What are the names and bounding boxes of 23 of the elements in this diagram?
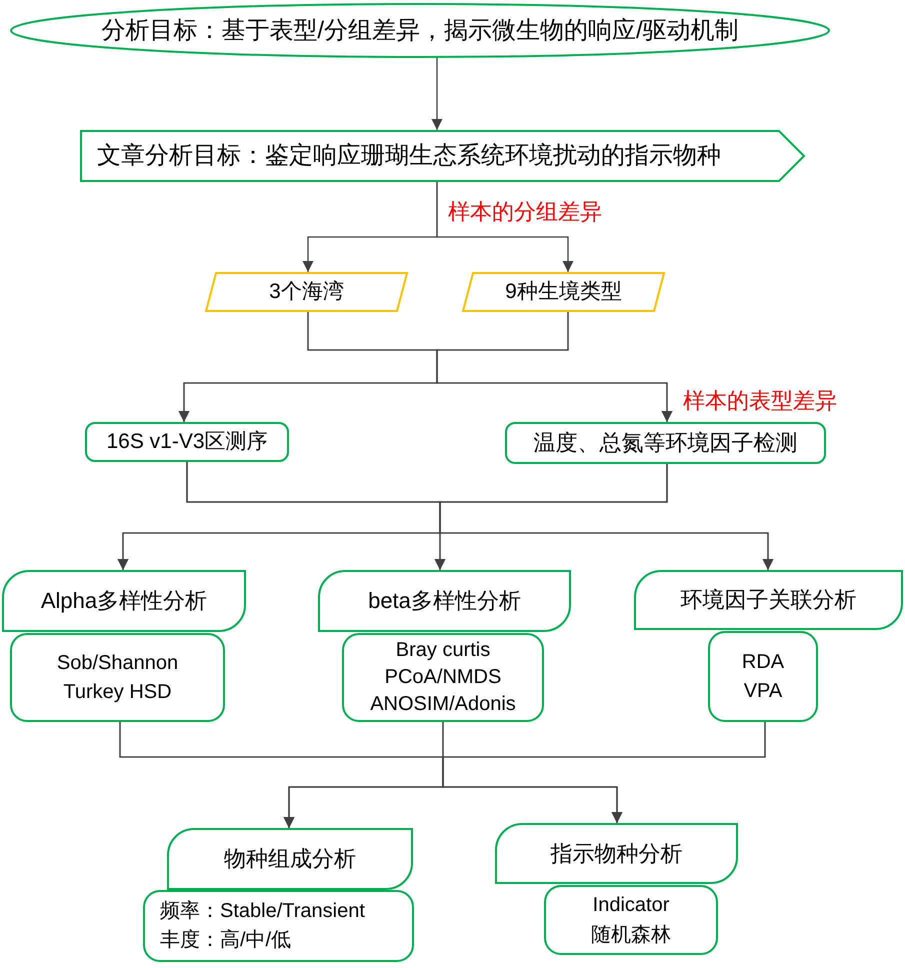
- connector-arrow: [436, 182, 574, 272]
- header-tab: beta多样性分析: [318, 570, 571, 632]
- process-box: 16S v1-V3区测序: [85, 422, 289, 462]
- parallelogram-box: 9种生境类型: [462, 272, 665, 312]
- rounded-box: Sob/Shannon Turkey HSD: [10, 633, 225, 722]
- note-text: 样本的表型差异: [683, 388, 837, 414]
- parallelogram-box: 3个海湾: [205, 272, 408, 312]
- process-box: 温度、总氮等环境因子检测: [505, 422, 826, 464]
- note-text: 样本的分组差异: [448, 199, 602, 225]
- header-tab: 环境因子关联分析: [634, 570, 903, 630]
- goal-ellipse: 分析目标：基于表型/分组差异，揭示微生物的响应/驱动机制: [10, 3, 830, 58]
- rounded-box: Bray curtis PCoA/NMDS ANOSIM/Adonis: [342, 633, 544, 722]
- connector-arrow: [436, 312, 672, 422]
- rounded-box: 频率：Stable/Transient 丰度：高/中/低: [143, 890, 414, 962]
- header-tab: 指示物种分析: [495, 823, 738, 884]
- goal-banner: 文章分析目标：鉴定响应珊瑚生态系统环境扰动的指示物种: [80, 130, 805, 182]
- header-tab: 物种组成分析: [167, 828, 413, 890]
- connector-arrow: [439, 464, 774, 570]
- rounded-box: RDA VPA: [708, 631, 818, 722]
- header-tab: Alpha多样性分析: [2, 570, 246, 632]
- rounded-box: Indicator 随机森林: [544, 885, 718, 955]
- connector-arrow: [432, 56, 442, 130]
- connector-arrow: [442, 722, 766, 823]
